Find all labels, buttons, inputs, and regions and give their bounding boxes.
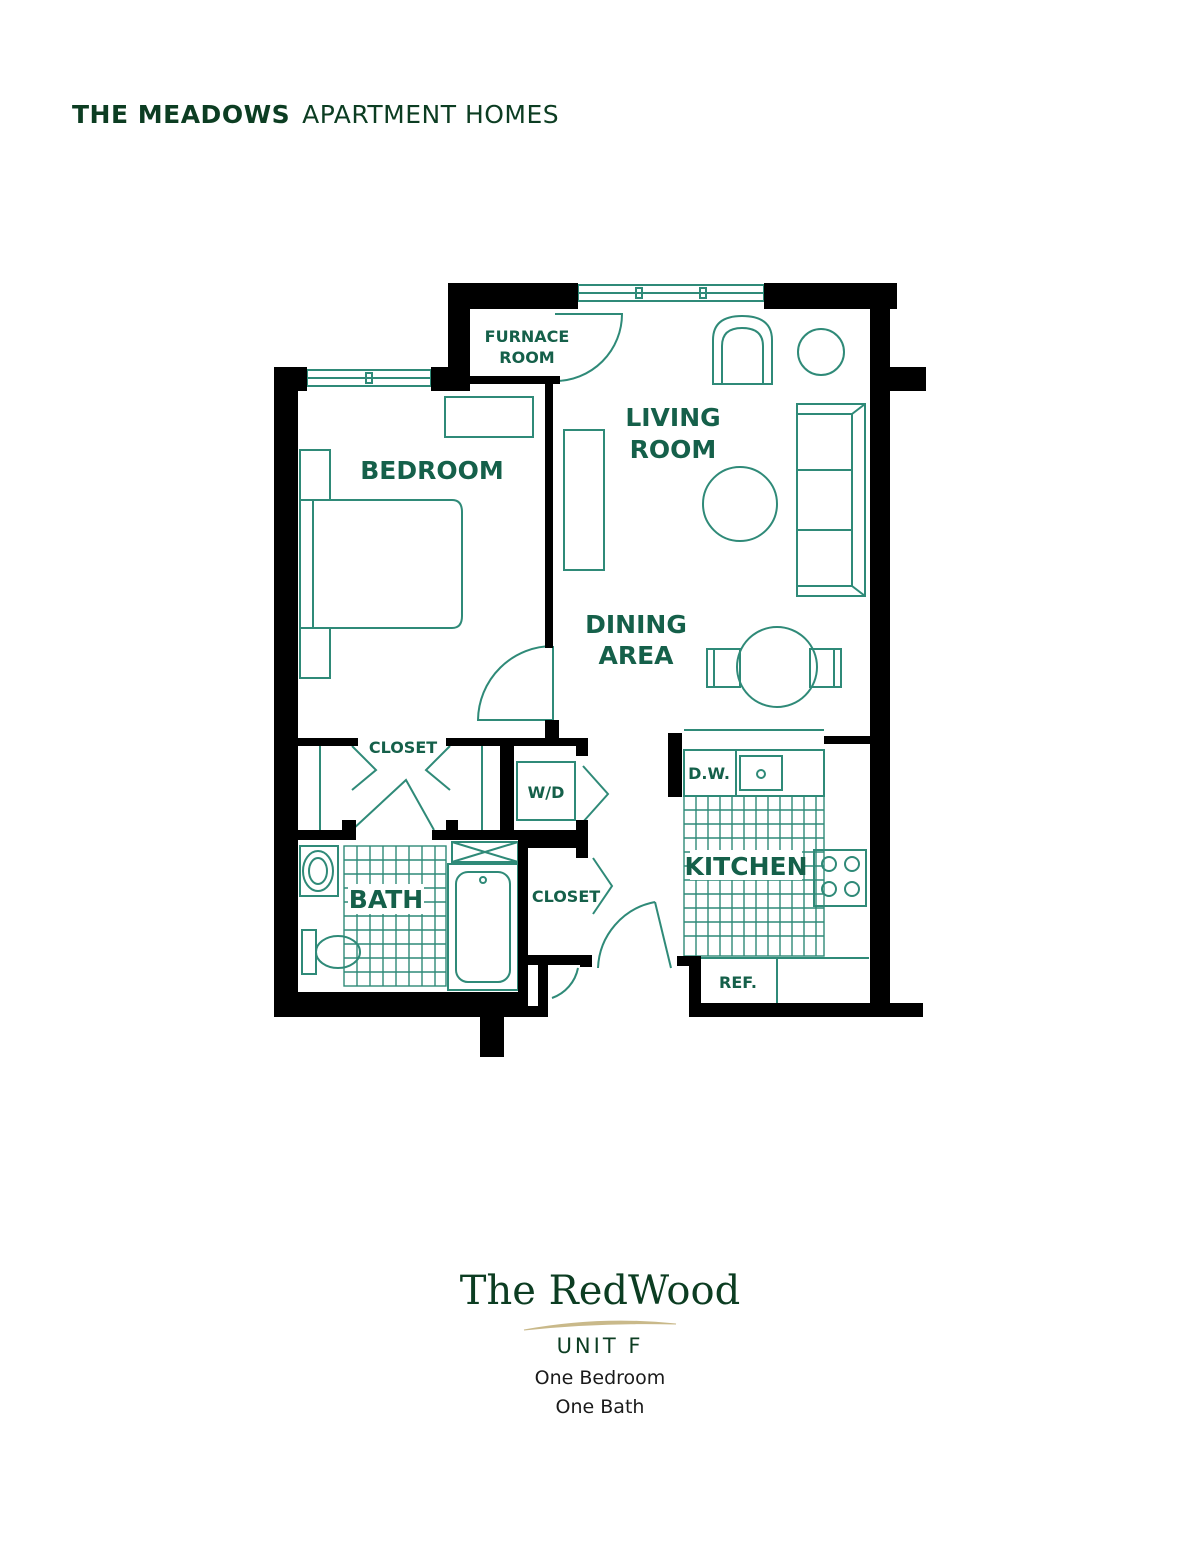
wall [342,820,356,840]
dining-chair-left [706,648,741,688]
bedroom-label: BEDROOM [360,456,504,485]
dining-area-label-2: AREA [598,641,674,670]
wall [677,956,701,966]
kitchen-sink [739,755,783,791]
dining-area-label: DINING [585,610,687,639]
bedroom-count: One Bedroom [534,1367,666,1389]
bed [299,499,463,629]
wall [504,1006,548,1017]
wall [580,955,592,967]
kitchen-label: KITCHEN [685,852,808,881]
kitchen-counter [683,729,825,797]
refrigerator [699,957,869,1004]
bath-label: BATH [349,885,423,914]
wall [448,283,470,383]
furnace-door-swing [554,313,624,382]
plan-name: The RedWood [459,1268,741,1314]
washer-dryer-label: W/D [528,783,565,802]
bedroom-closet-label: CLOSET [369,738,437,757]
wall [870,283,890,1005]
wall [689,958,701,1017]
window-bedroom [306,369,432,387]
washer-dryer [516,761,576,821]
wall [518,838,584,848]
wall [480,992,504,1057]
page-header: THE MEADOWS APARTMENT HOMES [72,100,559,129]
wall [446,738,586,746]
wall [668,733,682,797]
nightstand-top [299,449,331,501]
wall [518,955,592,965]
wall [545,383,553,648]
hall-closet-label: CLOSET [532,887,600,906]
furnace-room-label-2: ROOM [499,348,554,367]
armchair [712,314,773,385]
dining-table [736,626,818,708]
refrigerator-label: REF. [719,973,757,992]
wall [870,367,926,391]
wall [298,738,358,746]
coffee-table [702,466,778,542]
nightstand-bottom [299,627,331,679]
bath-label-bg [348,884,424,914]
wall [576,838,588,858]
bath-sink [299,845,339,897]
decorative-swoosh [523,1320,677,1331]
wall [500,738,514,840]
kitchen-label-bg [690,850,802,880]
dining-chair-right [809,648,842,688]
bath-count: One Bath [555,1396,645,1418]
side-table [797,328,845,376]
wd-bifold-door [582,765,610,823]
wall [824,736,874,744]
toilet [301,929,361,975]
entry-door [551,901,672,999]
hall-closet-bifold [592,857,614,915]
wall [518,838,528,1008]
kitchen-range [813,849,867,907]
bedroom-door-swing [476,645,554,721]
furnace-room-label: FURNACE [485,327,570,346]
wall [298,830,356,840]
wall [576,738,588,756]
linen-shelf [451,841,519,863]
wall [274,992,520,1017]
dishwasher-label: D.W. [688,764,730,783]
bathtub [447,863,519,991]
unit-label: UNIT F [556,1334,644,1358]
wall [576,820,588,840]
wall [446,820,458,840]
bedroom-closet-doors [319,745,483,832]
brand-name: THE MEADOWS [72,100,291,129]
wall [431,367,470,391]
wall [689,1003,923,1017]
wall [538,955,548,1017]
brand-subtitle: APARTMENT HOMES [302,100,560,129]
wall [274,367,298,1017]
living-room-label-2: ROOM [630,435,717,464]
sofa [796,403,866,597]
dresser [444,396,534,438]
wall [470,376,560,384]
living-room-label: LIVING [625,403,720,432]
walls-group [274,283,926,1057]
tv-console [563,429,605,571]
window-living [577,284,765,302]
bath-floor-tiles [343,845,447,987]
